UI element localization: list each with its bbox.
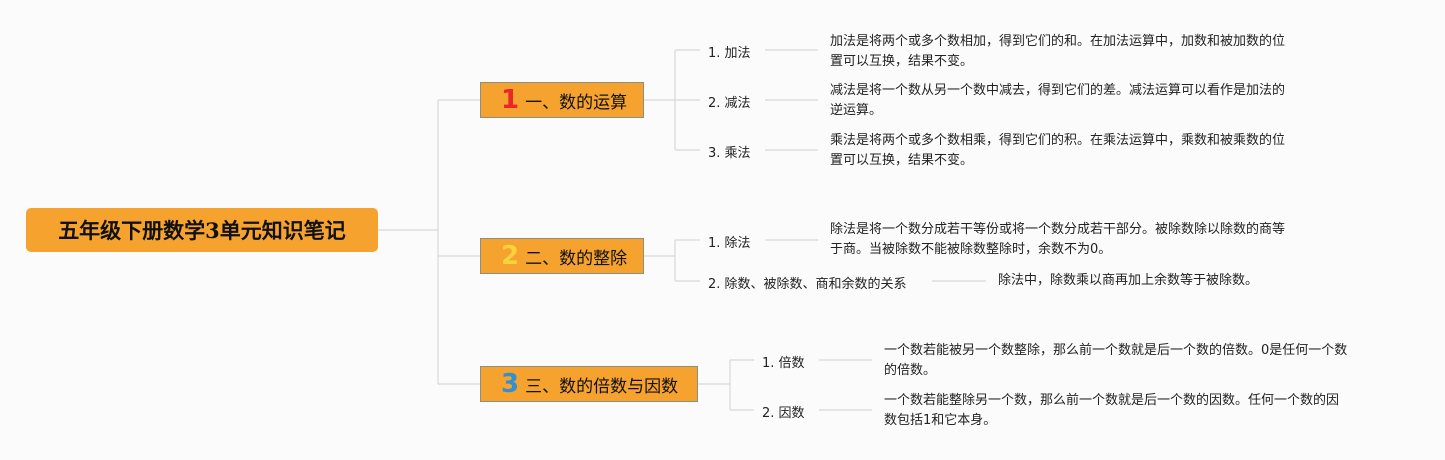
desc-line: 减法是将一个数从另一个数中减去，得到它们的差。减法运算可以看作是加法的 [830, 83, 1286, 98]
item-subtraction[interactable]: 2. 减法 [708, 96, 751, 111]
desc-line: 置可以互换，结果不变。 [830, 153, 974, 168]
desc-line: 除法中，除数乘以商再加上余数等于被除数。 [998, 273, 1259, 288]
desc-subtraction: 减法是将一个数从另一个数中减去，得到它们的差。减法运算可以看作是加法的 逆运算。 [830, 81, 1330, 121]
desc-line: 加法是将两个或多个数相加，得到它们的和。在加法运算中，加数和被加数的位 [830, 34, 1286, 49]
item-division[interactable]: 1. 除法 [708, 236, 751, 251]
item-multiple[interactable]: 1. 倍数 [762, 356, 805, 371]
desc-line: 的倍数。 [884, 363, 937, 378]
number-3-icon: 3 [501, 369, 520, 399]
number-2-icon: 2 [501, 241, 520, 271]
desc-line: 逆运算。 [830, 103, 883, 118]
desc-line: 于商。当被除数不能被除数整除时，余数不为0。 [830, 242, 1112, 257]
desc-line: 置可以互换，结果不变。 [830, 54, 974, 69]
item-addition[interactable]: 1. 加法 [708, 46, 751, 61]
desc-multiplication: 乘法是将两个或多个数相乘，得到它们的积。在乘法运算中，乘数和被乘数的位 置可以互… [830, 131, 1330, 171]
section-node-multiples-factors[interactable]: 3 三、数的倍数与因数 [480, 366, 698, 402]
desc-division: 除法是将一个数分成若干等份或将一个数分成若干部分。被除数除以除数的商等 于商。当… [830, 220, 1330, 260]
item-multiplication[interactable]: 3. 乘法 [708, 146, 751, 161]
desc-division-relation: 除法中，除数乘以商再加上余数等于被除数。 [998, 271, 1338, 291]
section-label: 三、数的倍数与因数 [525, 376, 679, 397]
desc-factor: 一个数若能整除另一个数，那么前一个数就是后一个数的因数。任何一个数的因 数包括1… [884, 391, 1404, 431]
desc-line: 乘法是将两个或多个数相乘，得到它们的积。在乘法运算中，乘数和被乘数的位 [830, 133, 1286, 148]
section-label: 一、数的运算 [525, 92, 628, 113]
desc-addition: 加法是将两个或多个数相加，得到它们的和。在加法运算中，加数和被加数的位 置可以互… [830, 32, 1330, 72]
item-division-relation[interactable]: 2. 除数、被除数、商和余数的关系 [708, 277, 907, 292]
desc-line: 一个数若能整除另一个数，那么前一个数就是后一个数的因数。任何一个数的因 [884, 393, 1340, 408]
desc-line: 除法是将一个数分成若干等份或将一个数分成若干部分。被除数除以除数的商等 [830, 222, 1286, 237]
section-label: 二、数的整除 [525, 248, 628, 269]
section-node-operations[interactable]: 1 一、数的运算 [480, 82, 644, 118]
number-1-icon: 1 [501, 85, 520, 115]
root-node[interactable]: 五年级下册数学3单元知识笔记 [26, 208, 378, 252]
item-factor[interactable]: 2. 因数 [762, 406, 805, 421]
desc-line: 数包括1和它本身。 [884, 413, 997, 428]
desc-line: 一个数若能被另一个数整除，那么前一个数就是后一个数的倍数。0是任何一个数 [884, 343, 1348, 358]
section-node-divisibility[interactable]: 2 二、数的整除 [480, 238, 644, 274]
desc-multiple: 一个数若能被另一个数整除，那么前一个数就是后一个数的倍数。0是任何一个数 的倍数… [884, 341, 1404, 381]
root-title: 五年级下册数学3单元知识笔记 [58, 218, 346, 243]
